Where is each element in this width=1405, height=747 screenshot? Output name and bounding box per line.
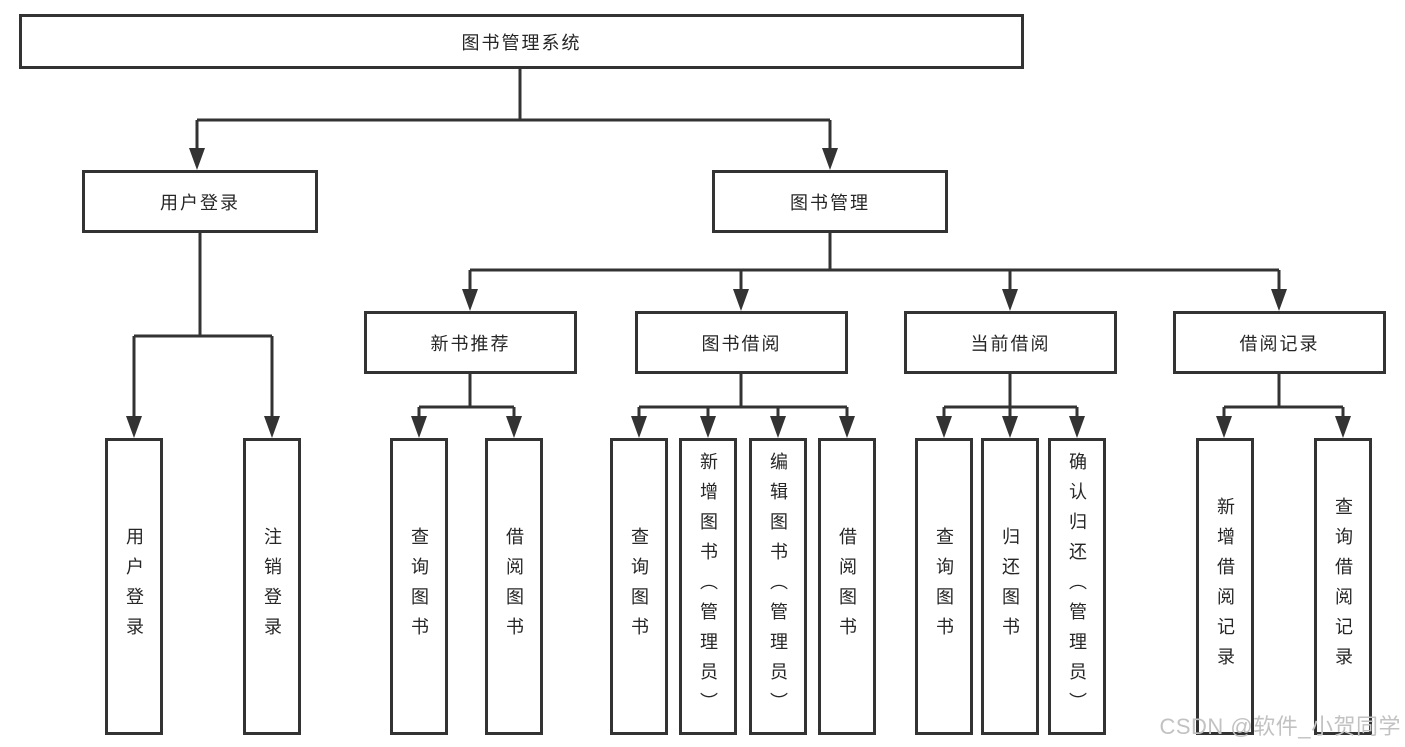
node-user-login: 用户登录 (82, 170, 318, 233)
leaf-label: 编辑图书（管理员） (768, 451, 788, 722)
leaf-label: 借阅图书 (837, 526, 857, 647)
leaf-logout: 注销登录 (243, 438, 301, 735)
node-label: 图书管理系统 (461, 32, 582, 53)
node-label: 用户登录 (160, 192, 240, 213)
leaf-label: 注销登录 (262, 526, 282, 647)
csdn-watermark: CSDN @软件_小贺同学 (1159, 714, 1401, 739)
leaf-label: 归还图书 (1000, 526, 1020, 647)
leaf-borrowing-add-books-admin: 新增图书（管理员） (679, 438, 737, 735)
leaf-label: 新增借阅记录 (1215, 496, 1235, 677)
leaf-current-return-books: 归还图书 (981, 438, 1039, 735)
node-library-management-system: 图书管理系统 (19, 14, 1024, 69)
leaf-records-query-borrow-record: 查询借阅记录 (1314, 438, 1372, 735)
leaf-current-query-books: 查询图书 (915, 438, 973, 735)
leaf-current-confirm-return-admin: 确认归还（管理员） (1048, 438, 1106, 735)
node-label: 图书借阅 (701, 333, 782, 354)
leaf-borrowing-query-books: 查询图书 (610, 438, 668, 735)
leaf-label: 查询图书 (409, 526, 429, 647)
leaf-label: 查询图书 (629, 526, 649, 647)
leaf-label: 确认归还（管理员） (1067, 451, 1087, 722)
node-borrowing-records: 借阅记录 (1173, 311, 1386, 374)
node-label: 图书管理 (790, 192, 870, 213)
leaf-newbook-query-books: 查询图书 (390, 438, 448, 735)
leaf-newbook-borrow-books: 借阅图书 (485, 438, 543, 735)
node-new-book-recommend: 新书推荐 (364, 311, 577, 374)
leaf-records-add-borrow-record: 新增借阅记录 (1196, 438, 1254, 735)
node-label: 当前借阅 (970, 333, 1051, 354)
leaf-borrowing-edit-books-admin: 编辑图书（管理员） (749, 438, 807, 735)
leaf-label: 用户登录 (124, 526, 144, 647)
node-book-management: 图书管理 (712, 170, 948, 233)
node-label: 新书推荐 (430, 333, 511, 354)
node-current-borrowing: 当前借阅 (904, 311, 1117, 374)
leaf-label: 借阅图书 (504, 526, 524, 647)
node-label: 借阅记录 (1239, 333, 1320, 354)
node-book-borrowing: 图书借阅 (635, 311, 848, 374)
leaf-borrowing-borrow-books: 借阅图书 (818, 438, 876, 735)
leaf-label: 新增图书（管理员） (698, 451, 718, 722)
leaf-user-login: 用户登录 (105, 438, 163, 735)
leaf-label: 查询图书 (934, 526, 954, 647)
leaf-label: 查询借阅记录 (1333, 496, 1353, 677)
